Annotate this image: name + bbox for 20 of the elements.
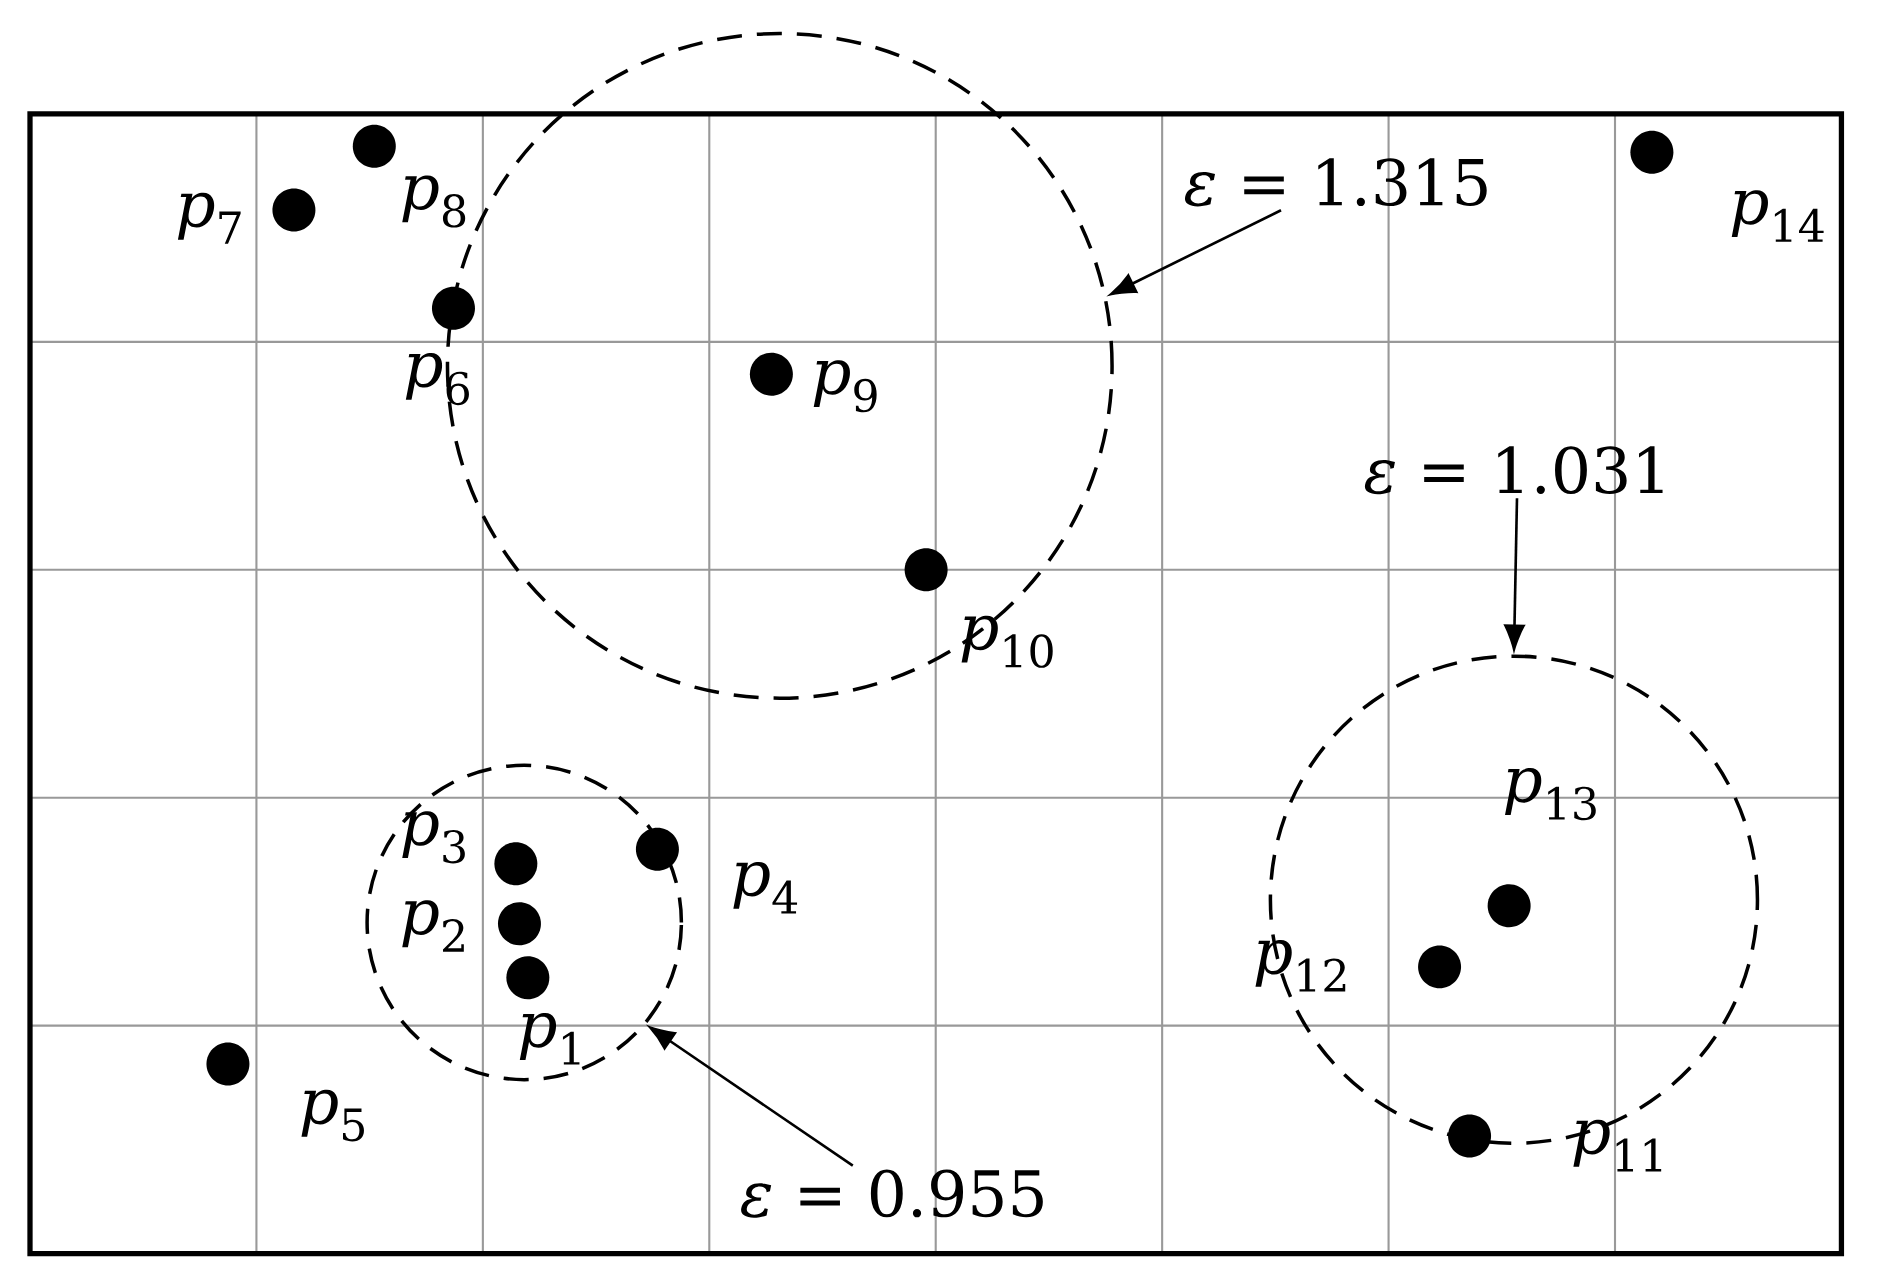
point-label: p$_{2}$ [402,900,464,952]
dashed-circle [445,31,1114,700]
point-label: p$_{6}$ [405,352,469,405]
point-label: p$_{8}$ [402,175,466,228]
point-label: p$_{1}$ [519,1012,580,1065]
point-label: p$_{11}$ [1573,1119,1662,1172]
point-label: p$_{4}$ [733,861,798,914]
epsilon-label: ε = 1.315 [1184,158,1487,207]
point-label: p$_{7}$ [177,192,241,244]
leader-arrow [649,1026,854,1167]
epsilon-label: ε = 1.031 [1364,446,1663,495]
point-label: p$_{5}$ [301,1089,364,1142]
epsilon-label: ε = 0.955 [741,1169,1043,1218]
point-label: p$_{13}$ [1505,767,1596,820]
point-label: p$_{10}$ [961,615,1053,668]
point-label: p$_{9}$ [813,360,877,413]
dashed-circle [365,763,684,1082]
point-label: p$_{12}$ [1255,939,1346,992]
point-label: p$_{3}$ [402,811,465,864]
point-label: p$_{14}$ [1731,189,1824,242]
